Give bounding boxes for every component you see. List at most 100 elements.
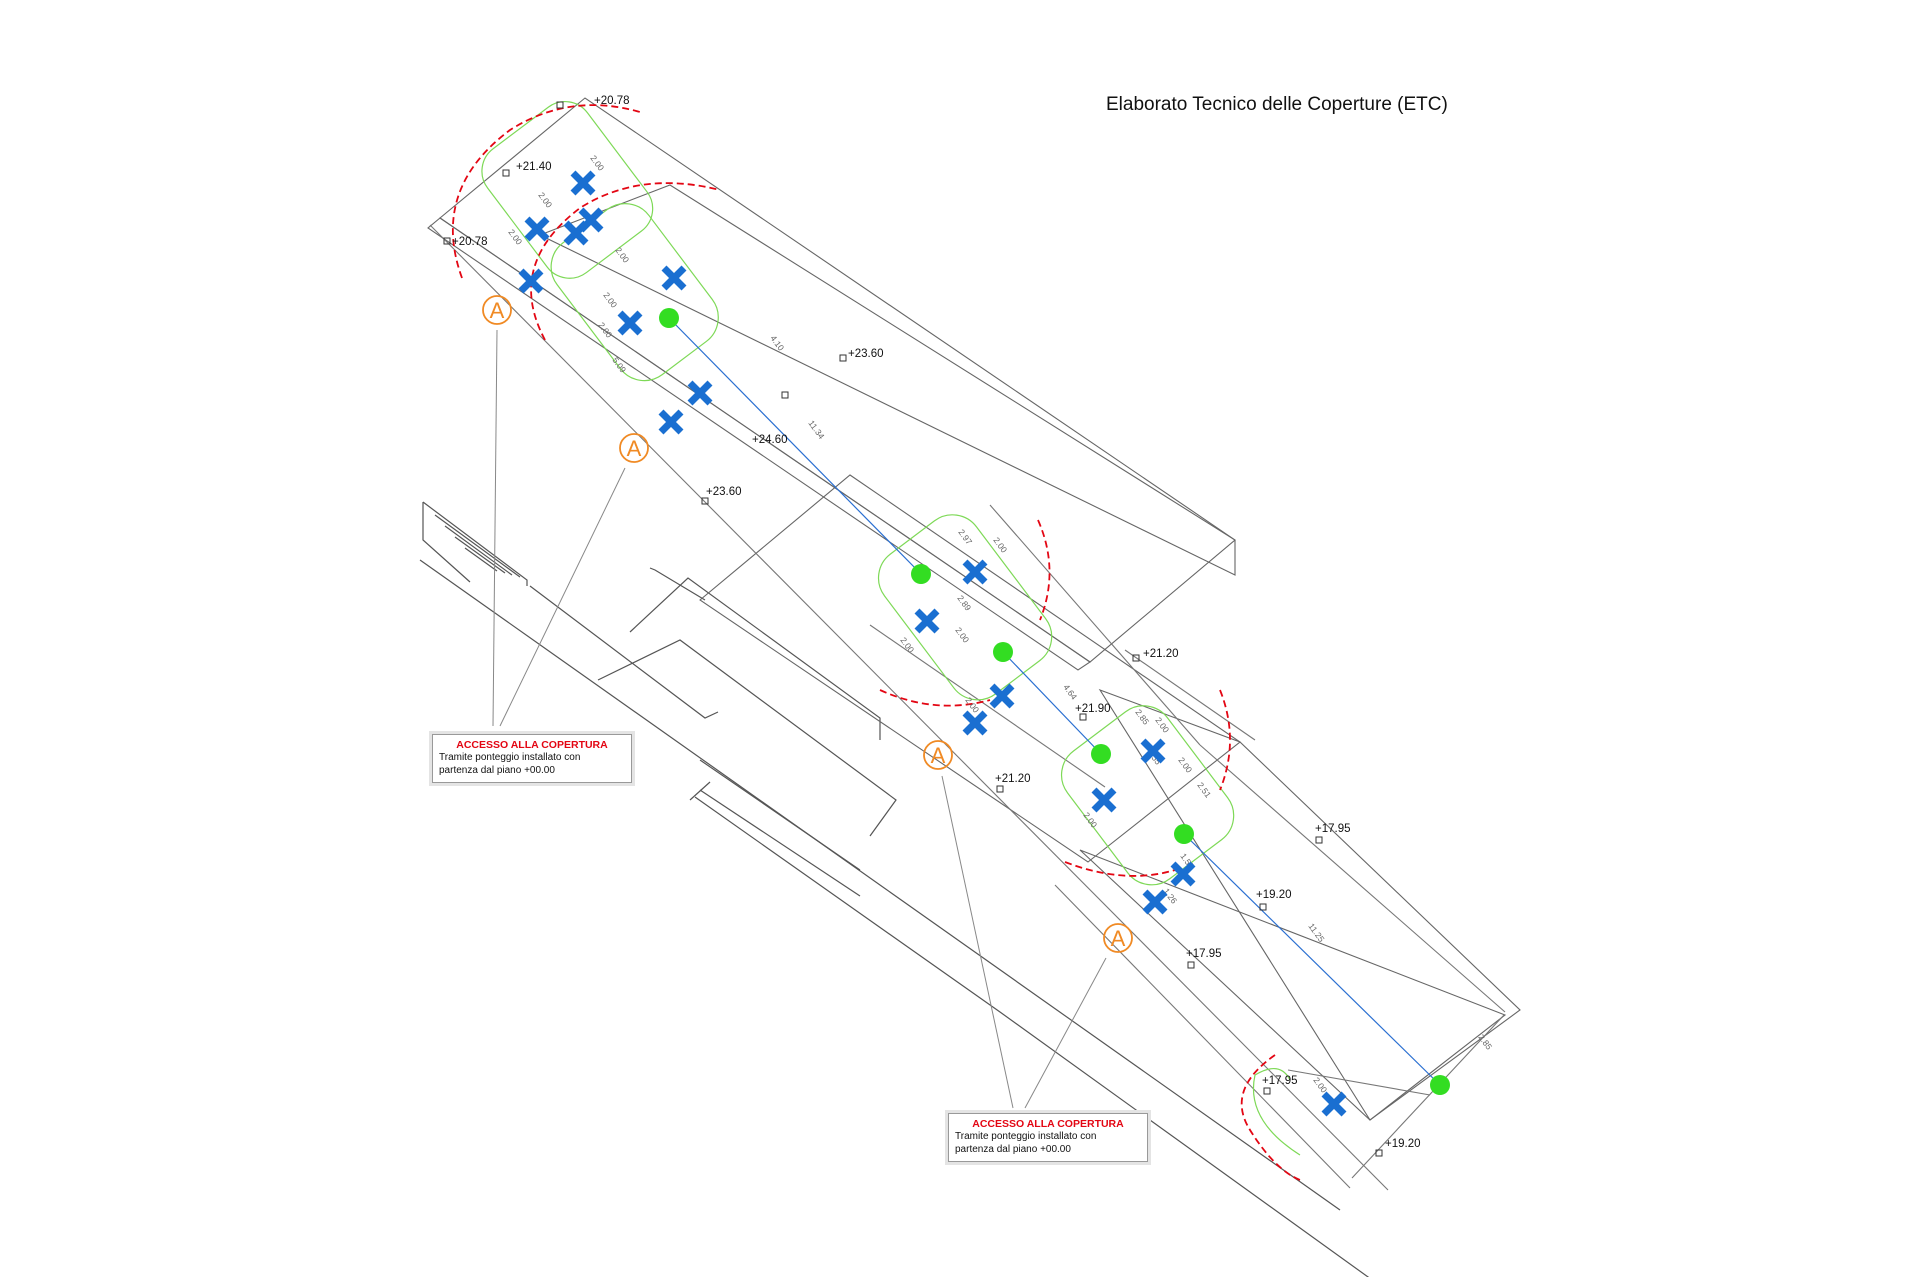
elevation-label: +20.78 bbox=[594, 95, 630, 107]
dimension-label: 4.64 bbox=[1061, 682, 1079, 701]
anchor-cross-icon bbox=[687, 380, 713, 406]
access-markers: A A A A bbox=[482, 295, 1133, 953]
dimension-label: 11.25 bbox=[1306, 921, 1326, 944]
access-note-line: partenza dal piano +00.00 bbox=[439, 764, 555, 776]
dimension-label: 5.09 bbox=[610, 355, 628, 374]
anchor-point-icon bbox=[1430, 1075, 1450, 1095]
anchor-cross-icon bbox=[962, 559, 988, 585]
anchor-point-icon bbox=[993, 642, 1013, 662]
anchor-cross-icon bbox=[989, 683, 1015, 709]
anchor-point-icon bbox=[659, 308, 679, 328]
dimension-label: 2.00 bbox=[953, 625, 971, 644]
elevation-label: +17.95 bbox=[1315, 823, 1351, 835]
elevation-marker: +19.20 bbox=[1256, 889, 1292, 911]
site-linework bbox=[419, 501, 1370, 1277]
dimension-label: 2.00 bbox=[601, 290, 619, 309]
roof-outlines bbox=[427, 97, 1521, 1191]
elevation-marker: +23.60 bbox=[839, 348, 884, 362]
dimension-label: 2.00 bbox=[1153, 715, 1171, 734]
leader-lines bbox=[492, 329, 1107, 1109]
access-marker-letter: A bbox=[627, 436, 642, 461]
anchor-cross-icon bbox=[617, 310, 643, 336]
elevation-label: +21.90 bbox=[1075, 703, 1111, 715]
lifelines bbox=[668, 317, 1441, 1086]
access-marker-letter: A bbox=[1111, 926, 1126, 951]
anchor-cross-icon bbox=[962, 710, 988, 736]
dimension-label: 2.97 bbox=[956, 527, 974, 546]
anchor-points bbox=[659, 308, 1450, 1095]
access-marker-icon: A bbox=[923, 740, 953, 770]
elevation-marker: +21.20 bbox=[995, 773, 1031, 793]
dimension-label: 4.10 bbox=[768, 333, 786, 352]
dimension-label: 2.00 bbox=[536, 190, 554, 209]
elevation-label: +19.20 bbox=[1385, 1138, 1421, 1150]
elevation-marker: +17.95 bbox=[1262, 1075, 1298, 1095]
access-note-line: partenza dal piano +00.00 bbox=[955, 1143, 1071, 1155]
access-note-line: Tramite ponteggio installato con bbox=[439, 752, 581, 763]
elevation-marker: +20.78 bbox=[443, 236, 488, 248]
elevation-label: +20.78 bbox=[452, 236, 488, 248]
dimension-label: 2.00 bbox=[506, 227, 524, 246]
dimension-label: 2.51 bbox=[1195, 780, 1213, 799]
anchor-cross-icon bbox=[661, 265, 687, 291]
access-marker-icon: A bbox=[482, 295, 512, 325]
elevation-label: +21.40 bbox=[516, 161, 552, 173]
access-marker-icon: A bbox=[619, 433, 649, 463]
dimension-label: 11.34 bbox=[806, 418, 826, 441]
elevation-marker: +17.95 bbox=[1315, 823, 1351, 844]
page-title: Elaborato Tecnico delle Coperture (ETC) bbox=[1106, 94, 1448, 115]
elevation-label: +21.20 bbox=[995, 773, 1031, 785]
anchor-cross-icon bbox=[578, 207, 604, 233]
anchor-cross-icon bbox=[518, 268, 544, 294]
anchor-cross-icon bbox=[1142, 889, 1168, 915]
elevation-label: +23.60 bbox=[706, 486, 742, 498]
elevation-marker: +23.60 bbox=[701, 486, 742, 505]
dimension-label: 2.00 bbox=[898, 635, 916, 654]
dimension-label: 2.00 bbox=[1081, 810, 1099, 829]
access-note-box: ACCESSO ALLA COPERTURA Tramite ponteggio… bbox=[432, 734, 632, 783]
elevation-marker: +19.20 bbox=[1375, 1138, 1421, 1157]
access-marker-icon: A bbox=[1103, 923, 1133, 953]
dimension-label: 2.00 bbox=[613, 245, 631, 264]
anchor-point-icon bbox=[1174, 824, 1194, 844]
elevation-label: +17.95 bbox=[1186, 948, 1222, 960]
anchor-cross-icon bbox=[1091, 787, 1117, 813]
elevation-marker: +24.60 bbox=[752, 391, 789, 446]
elevation-label: +23.60 bbox=[848, 348, 884, 360]
elevation-marker: +21.40 bbox=[502, 161, 552, 177]
anchor-point-icon bbox=[1091, 744, 1111, 764]
elevation-label: +21.20 bbox=[1143, 648, 1179, 660]
dimension-label: 2.00 bbox=[596, 320, 614, 339]
anchor-cross-icon bbox=[1140, 738, 1166, 764]
safety-zones-green bbox=[481, 101, 1301, 1156]
elevation-label: +17.95 bbox=[1262, 1075, 1298, 1087]
safety-arcs-red bbox=[451, 104, 1301, 1181]
dimension-label: 2.89 bbox=[955, 593, 973, 612]
elevation-marker: +20.78 bbox=[556, 95, 630, 109]
anchor-cross-icon bbox=[1170, 861, 1196, 887]
access-marker-letter: A bbox=[931, 743, 946, 768]
elevation-marker: +21.90 bbox=[1075, 703, 1111, 721]
anchor-cross-icon bbox=[524, 216, 550, 242]
anchor-point-icon bbox=[911, 564, 931, 584]
elevation-markers: +20.78 +21.40 +20.78 +23.60 +24.60 +23.6… bbox=[443, 95, 1421, 1157]
dimension-label: 2.85 bbox=[1133, 707, 1151, 726]
anchor-cross-icon bbox=[658, 409, 684, 435]
access-note-title: ACCESSO ALLA COPERTURA bbox=[972, 1118, 1124, 1130]
dimension-label: 2.00 bbox=[588, 153, 606, 172]
anchor-cross-icon bbox=[570, 170, 596, 196]
elevation-marker: +21.20 bbox=[1132, 648, 1179, 662]
anchor-cross-icon bbox=[914, 608, 940, 634]
access-note-box: ACCESSO ALLA COPERTURA Tramite ponteggio… bbox=[948, 1113, 1148, 1162]
anchor-cross-icon bbox=[1321, 1091, 1347, 1117]
access-note-title: ACCESSO ALLA COPERTURA bbox=[456, 739, 608, 751]
access-note-line: Tramite ponteggio installato con bbox=[955, 1131, 1097, 1142]
access-marker-letter: A bbox=[490, 298, 505, 323]
anchor-crosses bbox=[518, 170, 1347, 1117]
elevation-label: +24.60 bbox=[752, 434, 788, 446]
dimension-label: 2.00 bbox=[1176, 755, 1194, 774]
dimension-label: 2.00 bbox=[991, 535, 1009, 554]
elevation-marker: +17.95 bbox=[1186, 948, 1222, 969]
elevation-label: +19.20 bbox=[1256, 889, 1292, 901]
